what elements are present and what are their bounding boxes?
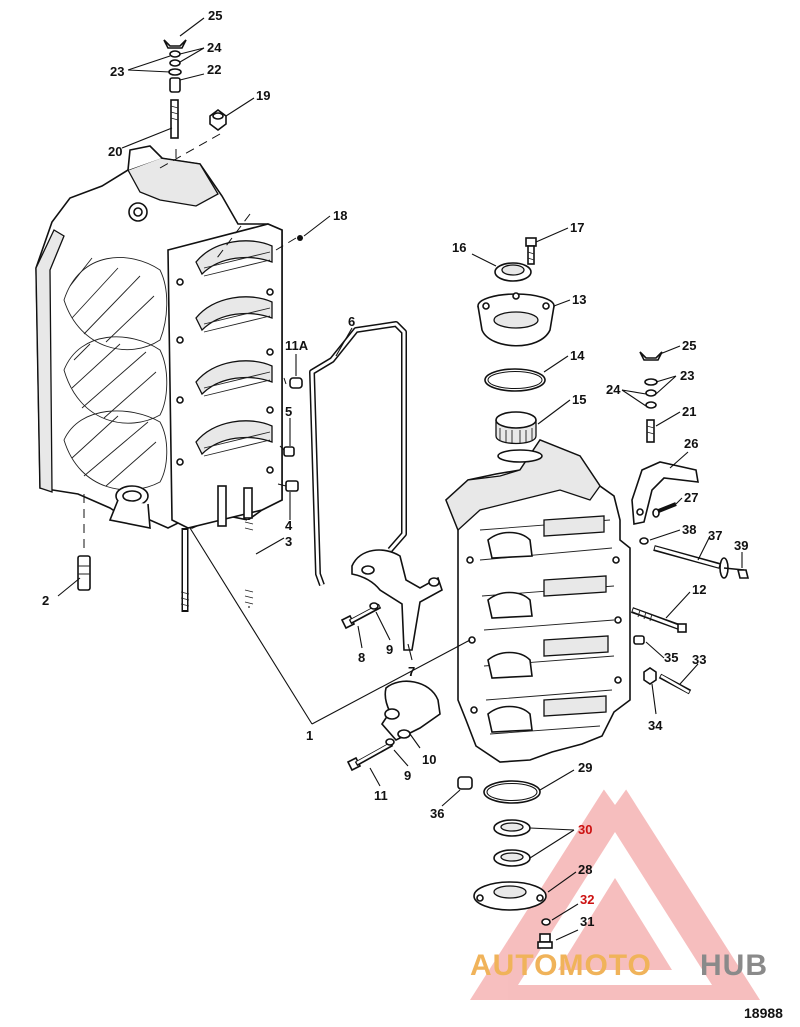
- callout-25b: 25: [682, 338, 696, 353]
- callout-36: 36: [430, 806, 444, 821]
- callout-3: 3: [285, 534, 292, 549]
- o-ring-29: [483, 780, 541, 804]
- stud-12: [630, 607, 687, 633]
- callout-9a: 9: [386, 642, 393, 657]
- plug-18: [297, 235, 303, 241]
- bearing-cap-10: [380, 680, 441, 741]
- plug-19: [209, 109, 227, 131]
- washer-32: [541, 918, 551, 926]
- callout-34: 34: [648, 718, 663, 733]
- callout-31: 31: [580, 914, 594, 929]
- callout-22: 22: [207, 62, 221, 77]
- bolt-11: [346, 738, 395, 772]
- bolt-33: [658, 673, 692, 695]
- end-cap-28: [473, 881, 547, 911]
- callout-19: 19: [256, 88, 270, 103]
- dowel-5: [283, 446, 295, 457]
- screw-27: [652, 502, 677, 518]
- callout-labels: 25 24 23 22 20 19 18 11A 5 4 3 2 6 1 8 9…: [42, 8, 748, 929]
- callout-24b: 24: [606, 382, 621, 397]
- figure-number: 18988: [744, 1005, 783, 1021]
- callout-24a: 24: [207, 40, 222, 55]
- callout-8: 8: [358, 650, 365, 665]
- callout-5: 5: [285, 404, 292, 419]
- dowel-11a: [289, 377, 303, 389]
- seal-16: [494, 262, 532, 282]
- bearing-housing-13: [477, 292, 555, 347]
- dowel-4: [285, 480, 299, 492]
- watermark-brand-left: AUTOMOTO: [470, 949, 652, 982]
- callout-20: 20: [108, 144, 122, 159]
- callout-18: 18: [333, 208, 347, 223]
- shaft-37: [653, 545, 745, 579]
- callout-37: 37: [708, 528, 722, 543]
- screw-31: [537, 933, 553, 949]
- callout-2: 2: [42, 593, 49, 608]
- leader-lines: [57, 17, 743, 941]
- bolt-17: [525, 237, 537, 265]
- stud-3: [244, 518, 254, 608]
- screw-39: [736, 569, 750, 579]
- callout-11: 11: [374, 788, 388, 803]
- needle-bearing-15: [495, 411, 537, 445]
- seal-30b: [493, 849, 531, 867]
- stud-long: [180, 528, 190, 612]
- callout-38: 38: [682, 522, 696, 537]
- callout-23a: 23: [110, 64, 124, 79]
- callout-26: 26: [684, 436, 698, 451]
- callout-25a: 25: [208, 8, 222, 23]
- callout-10: 10: [422, 752, 436, 767]
- callout-14: 14: [570, 348, 585, 363]
- crankcase-cover-right: [445, 439, 631, 763]
- callout-4: 4: [285, 518, 293, 533]
- o-ring-38: [639, 537, 649, 545]
- callout-21: 21: [682, 404, 696, 419]
- callout-11a: 11A: [285, 338, 309, 353]
- callout-9b: 9: [404, 768, 411, 783]
- nut-34: [643, 667, 657, 685]
- bearing-cap-7: [351, 549, 443, 651]
- callout-7: 7: [408, 664, 415, 679]
- dowel-35: [633, 635, 645, 645]
- plug-36: [457, 776, 473, 790]
- callout-39: 39: [734, 538, 748, 553]
- cylinder-block-left: [35, 145, 283, 529]
- callout-35: 35: [664, 650, 678, 665]
- callout-30: 30: [578, 822, 592, 837]
- callout-12: 12: [692, 582, 706, 597]
- callout-33: 33: [692, 652, 706, 667]
- bracket-26: [631, 461, 699, 525]
- watermark-brand-right: HUB: [700, 949, 768, 982]
- callout-27: 27: [684, 490, 698, 505]
- callout-32: 32: [580, 892, 594, 907]
- callout-15: 15: [572, 392, 586, 407]
- callout-1: 1: [306, 728, 313, 743]
- watermark-brand: AUTOMOTO HUB: [470, 949, 768, 982]
- callout-17: 17: [570, 220, 584, 235]
- callout-23b: 23: [680, 368, 694, 383]
- callout-13: 13: [572, 292, 586, 307]
- right-stud-stack: [639, 351, 663, 443]
- bolt-8: [340, 602, 382, 630]
- seal-30a: [493, 819, 531, 837]
- top-stud-stack: [163, 39, 187, 139]
- callout-16: 16: [452, 240, 466, 255]
- callout-29: 29: [578, 760, 592, 775]
- callout-6: 6: [348, 314, 355, 329]
- o-ring-14: [484, 368, 546, 392]
- transfer-tube-6: [309, 321, 407, 587]
- dowel-2: [77, 555, 91, 591]
- callout-28: 28: [578, 862, 592, 877]
